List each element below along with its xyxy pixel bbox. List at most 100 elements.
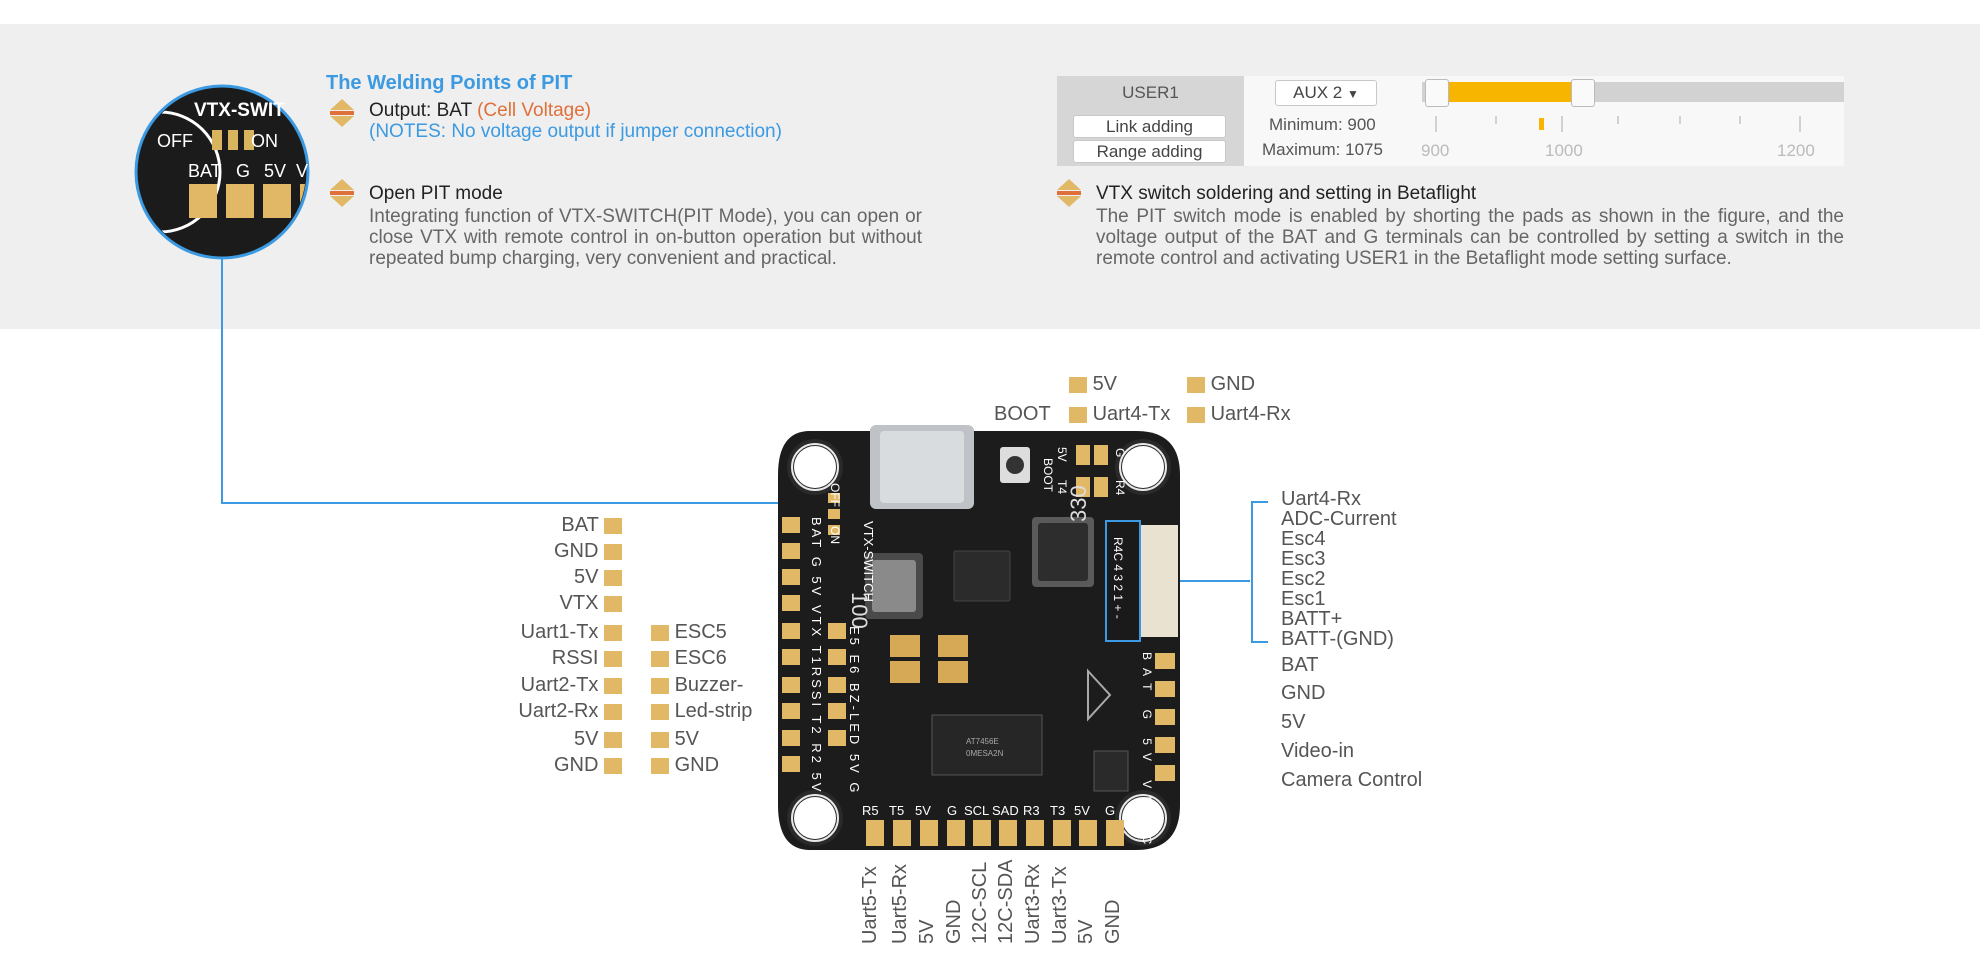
label-bottom-uart5-rx: Uart5-Rx [889, 863, 911, 944]
range-adding-button[interactable]: Range adding [1073, 140, 1226, 163]
pcb-top-g: G [1113, 448, 1127, 458]
pad-swatch [604, 703, 622, 720]
range-handle-min[interactable] [1425, 79, 1449, 107]
pad-swatch [651, 757, 669, 774]
bs: R3 [1023, 803, 1040, 818]
zoom-v: V [296, 161, 309, 181]
label-left-rssi: RSSI [480, 647, 622, 669]
bs: R5 [862, 803, 879, 818]
pad-swatch [604, 677, 622, 694]
label-left-5v: 5V [480, 566, 622, 588]
connector-esc2: Esc2 [1281, 568, 1326, 590]
connector-uart4-rx: Uart4-Rx [1281, 488, 1362, 510]
label-left-uart1-tx: Uart1-Tx [480, 621, 622, 643]
label-bottom-5v: 5V [916, 919, 938, 944]
zoom-bat: BAT [188, 161, 222, 181]
pcb-chip-label: AT7456E [966, 737, 999, 746]
zoom-5v: 5V [264, 161, 287, 181]
pcb-vtx-switch: VTX-SWITCH [861, 521, 876, 602]
label-left-5v-2: 5V [480, 728, 622, 750]
label-buzzer: Buzzer- [651, 674, 743, 696]
connector-adc-current: ADC-Current [1281, 508, 1397, 530]
link-adding-button[interactable]: Link adding [1073, 115, 1226, 138]
range-scale-ticks [1435, 116, 1801, 132]
label-bottom-i2c-sda: 12C-SDA [995, 859, 1017, 944]
bs: 5V [1074, 803, 1090, 818]
label-right-5v: 5V [1281, 711, 1306, 733]
bs: G [1105, 803, 1116, 818]
label-top-gnd: GND [1187, 373, 1255, 395]
arrow-bullet-icon [1057, 179, 1081, 207]
pad-swatch [1187, 376, 1205, 393]
range-handle-max[interactable] [1571, 79, 1595, 107]
label-uart4-rx: Uart4-Rx [1187, 403, 1291, 425]
pad-swatch [604, 595, 622, 612]
bs: T5 [889, 803, 905, 818]
bs: T3 [1050, 803, 1066, 818]
pit-body: Integrating function of VTX-SWITCH(PIT M… [369, 206, 922, 269]
label-left-gnd-2: GND [480, 754, 622, 776]
notes-line: (NOTES: No voltage output if jumper conn… [369, 121, 782, 142]
tick-1000: 1000 [1545, 141, 1583, 160]
pcb-right-silk: BAT G 5V VI CC [1140, 652, 1154, 853]
label-uart4-tx: Uart4-Tx [1069, 403, 1170, 425]
label-top-5v: 5V [1069, 373, 1117, 395]
label-left-bat: BAT [480, 514, 622, 536]
arrow-bullet-icon [330, 99, 354, 127]
zoom-g: G [236, 161, 251, 181]
connector-esc4: Esc4 [1281, 528, 1326, 550]
label-5v-col2: 5V [651, 728, 699, 750]
connector-batt-gnd: BATT-(GND) [1281, 628, 1394, 650]
pad-swatch [1069, 406, 1087, 423]
zoom-off: OFF [157, 131, 193, 151]
pad-swatch [604, 543, 622, 560]
output-line: Output: BAT (Cell Voltage) [369, 100, 592, 121]
pad-swatch [604, 624, 622, 641]
label-left-uart2-tx: Uart2-Tx [480, 674, 622, 696]
pcb-connector-silk: R4C 4 3 2 1 + - [1111, 537, 1125, 619]
label-bottom-uart5-tx: Uart5-Tx [859, 866, 881, 944]
pad-swatch [604, 569, 622, 586]
label-bottom-uart3-tx: Uart3-Tx [1049, 866, 1071, 944]
pad-swatch [1187, 406, 1205, 423]
label-bottom-i2c-scl: 12C-SCL [969, 861, 991, 944]
pad-swatch [651, 624, 669, 641]
label-right-camera-control: Camera Control [1281, 769, 1423, 791]
pad-swatch [604, 731, 622, 748]
label-esc6: ESC6 [651, 647, 727, 669]
header-band [0, 24, 1980, 329]
bs: G [947, 803, 958, 818]
label-bottom-gnd: GND [943, 899, 965, 944]
connector-esc1: Esc1 [1281, 588, 1326, 610]
label-esc5: ESC5 [651, 621, 727, 643]
pcb-top-boot: BOOT [1041, 458, 1055, 493]
aux-select[interactable]: AUX 2 ▼ [1275, 80, 1377, 106]
bs: SCL [964, 803, 990, 818]
pit-heading: Open PIT mode [369, 183, 503, 204]
pcb-on: ON [828, 526, 842, 544]
connector-batt-plus: BATT+ [1281, 608, 1343, 630]
pcb-off: OFF [828, 483, 842, 507]
label-gnd-col2: GND [651, 754, 719, 776]
label-left-uart2-rx: Uart2-Rx [480, 700, 622, 722]
label-led-strip: Led-strip [651, 700, 752, 722]
flight-controller-board [778, 425, 1180, 850]
chevron-down-icon: ▼ [1346, 87, 1359, 101]
pcb-top-r4: R4 [1113, 480, 1127, 496]
zoom-title: VTX-SWIT [194, 100, 285, 121]
label-boot: BOOT [994, 403, 1051, 425]
bs: 5V [915, 803, 931, 818]
tick-1200: 1200 [1777, 141, 1815, 160]
label-right-bat: BAT [1281, 654, 1319, 676]
vtx-heading: VTX switch soldering and setting in Beta… [1096, 183, 1477, 204]
arrow-bullet-icon [330, 179, 354, 207]
range-maximum: Maximum: 1075 [1262, 140, 1383, 159]
label-right-gnd: GND [1281, 682, 1326, 704]
label-bottom-gnd-2: GND [1102, 899, 1124, 944]
tick-900: 900 [1421, 141, 1450, 160]
mode-name: USER1 [1122, 83, 1179, 102]
pad-swatch [604, 757, 622, 774]
pcb-chip2-label: 0MESA2N [966, 749, 1004, 758]
pcb-left-silk: BAT G 5V VTX T1RSSI T2 R2 5V G [809, 517, 824, 815]
label-right-video-in: Video-in [1281, 740, 1355, 762]
